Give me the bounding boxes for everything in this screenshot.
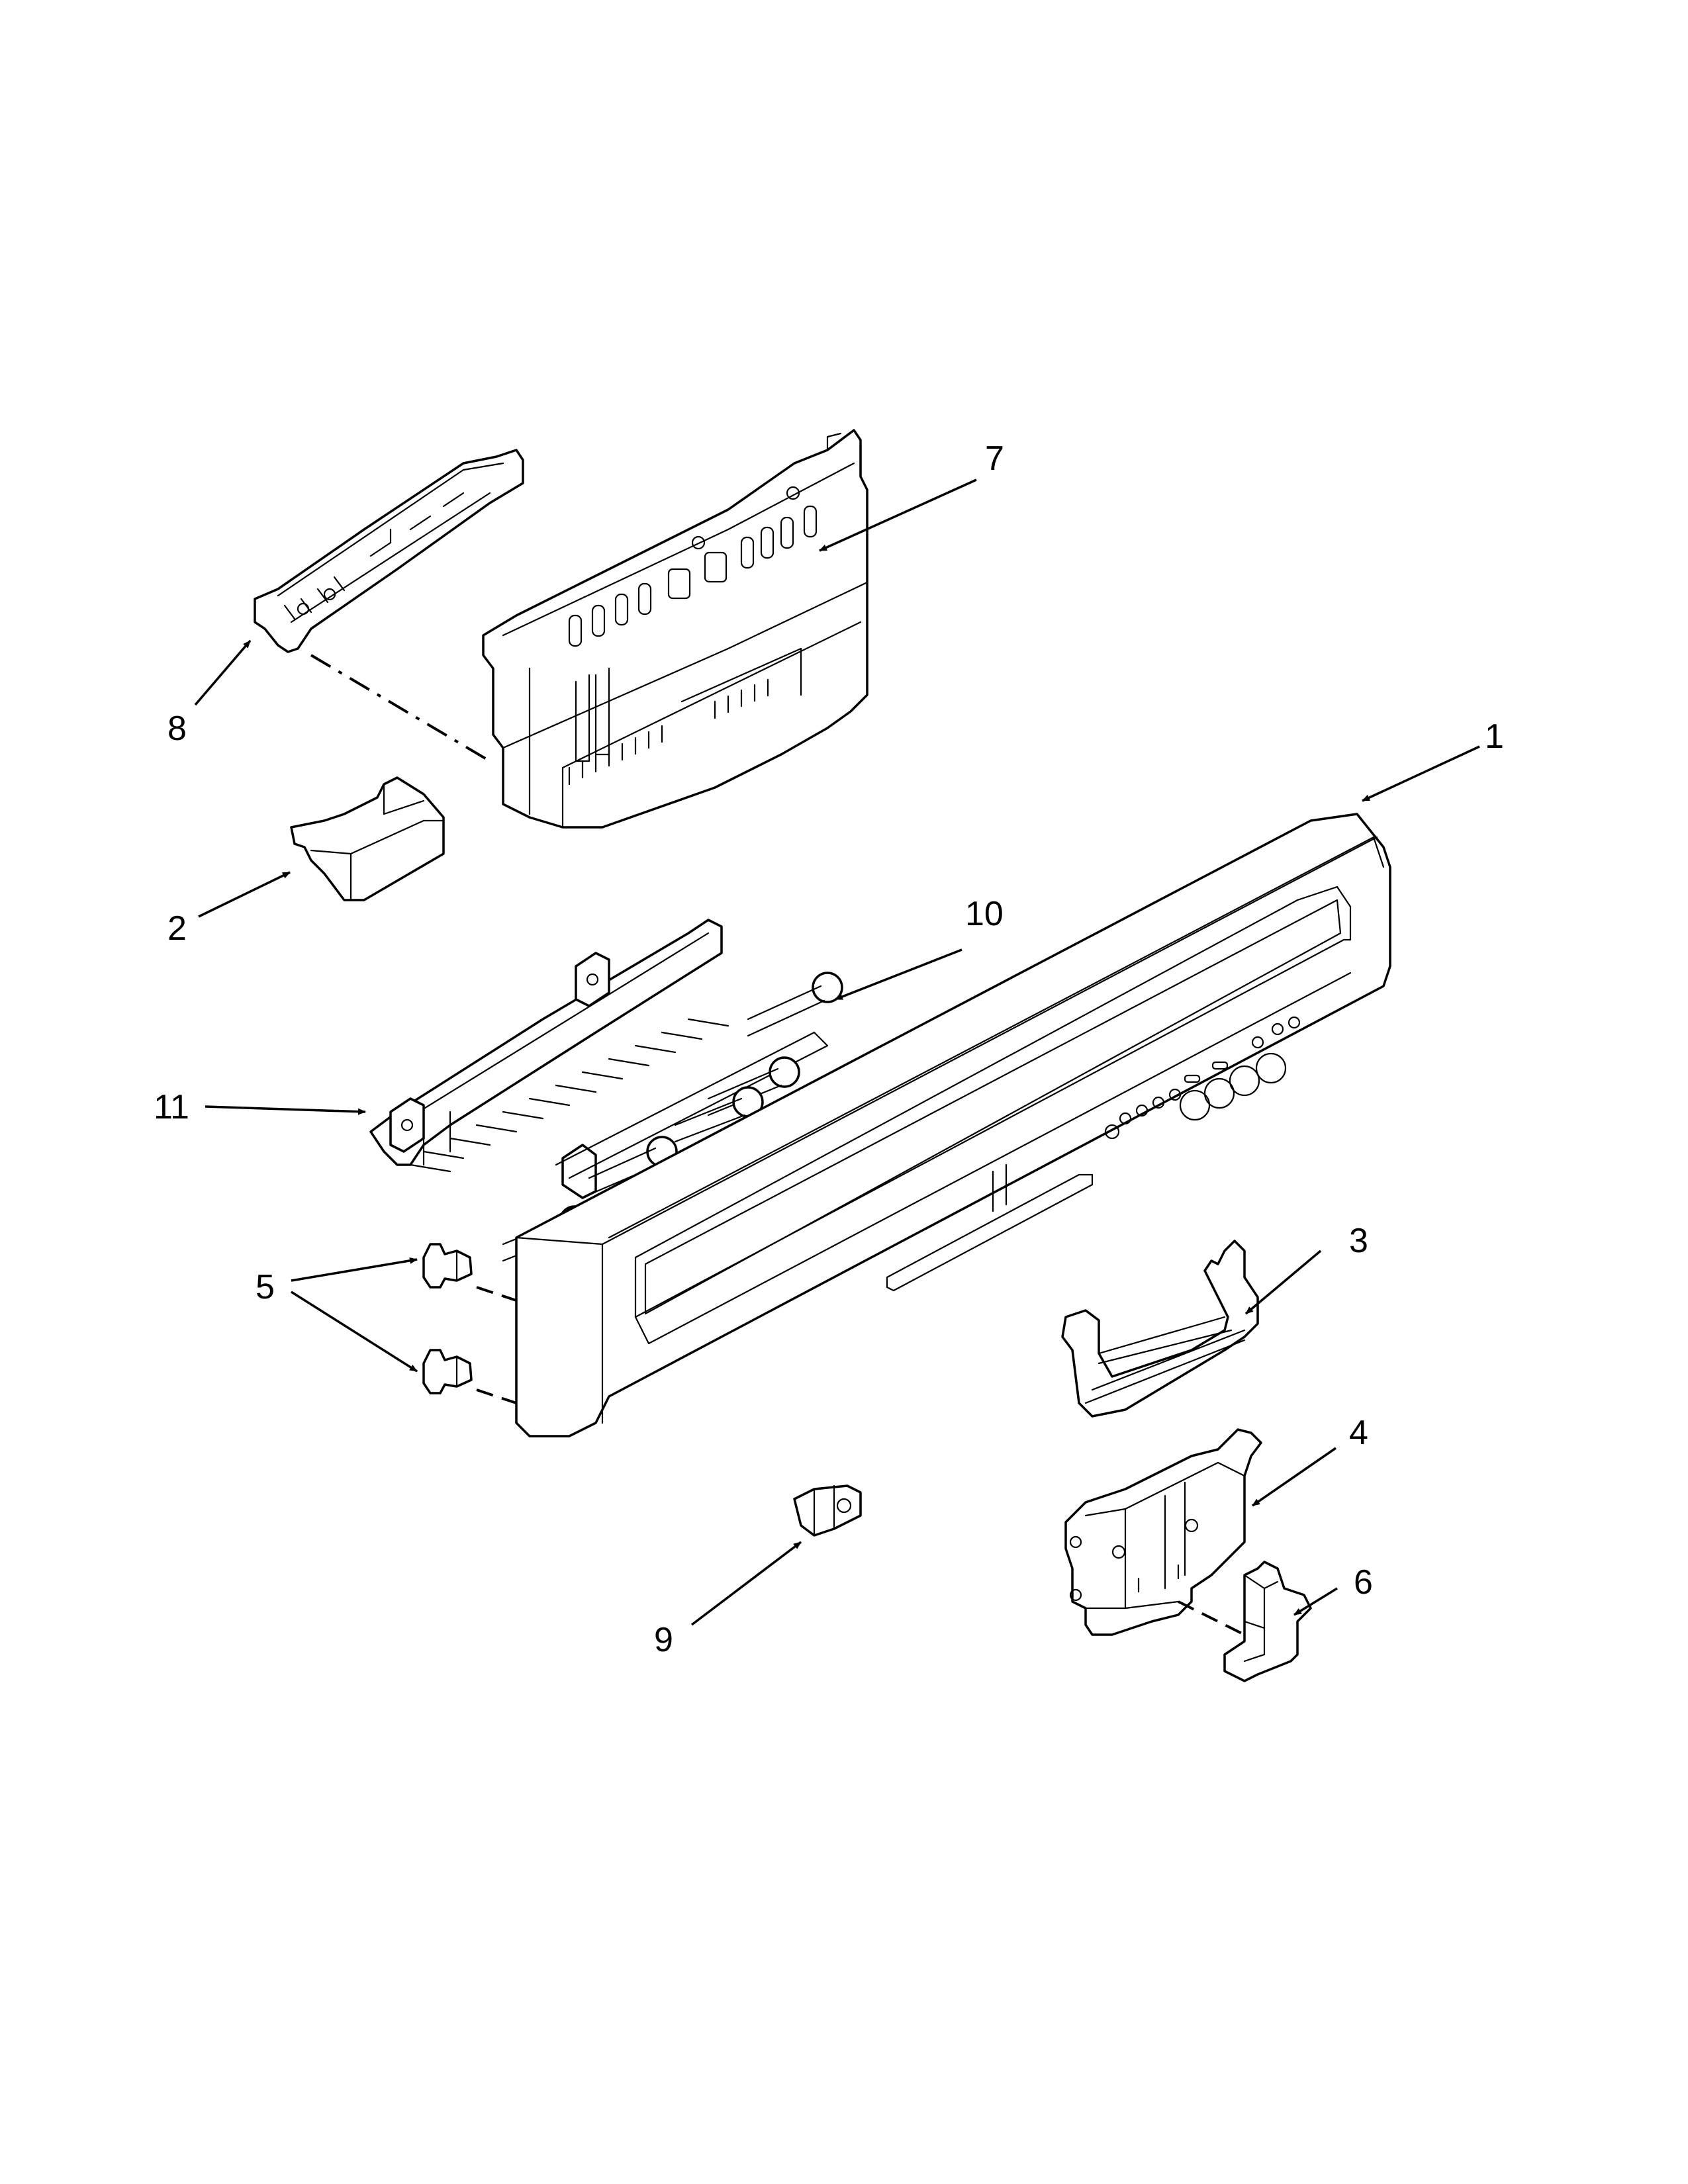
part-8-bracket <box>254 449 524 653</box>
callout-labels: 7 8 1 2 10 11 5 3 4 6 9 <box>154 439 1504 1659</box>
part-1-console <box>515 813 1391 1437</box>
callout-3: 3 <box>1349 1222 1368 1260</box>
callout-8: 8 <box>167 709 187 748</box>
part-5-screws <box>422 1243 473 1394</box>
leader-lines <box>194 478 1480 1626</box>
alignment-lines <box>310 654 1245 1636</box>
callout-6: 6 <box>1354 1563 1373 1602</box>
callout-1: 1 <box>1485 717 1504 756</box>
callout-10: 10 <box>965 895 1004 933</box>
callout-5: 5 <box>256 1268 275 1306</box>
part-9-switch <box>793 1484 862 1537</box>
callout-11: 11 <box>154 1088 189 1126</box>
part-2-cover <box>290 776 445 901</box>
part-4-latch <box>1064 1428 1262 1636</box>
callout-7: 7 <box>985 439 1004 478</box>
part-11-button-carrier <box>369 919 829 1199</box>
part-7-control-board <box>482 429 868 829</box>
part-3-bracket <box>1061 1240 1259 1418</box>
callout-2: 2 <box>167 909 187 948</box>
part-6-bracket <box>1223 1561 1312 1682</box>
callout-9: 9 <box>654 1621 673 1659</box>
callout-4: 4 <box>1349 1414 1368 1452</box>
